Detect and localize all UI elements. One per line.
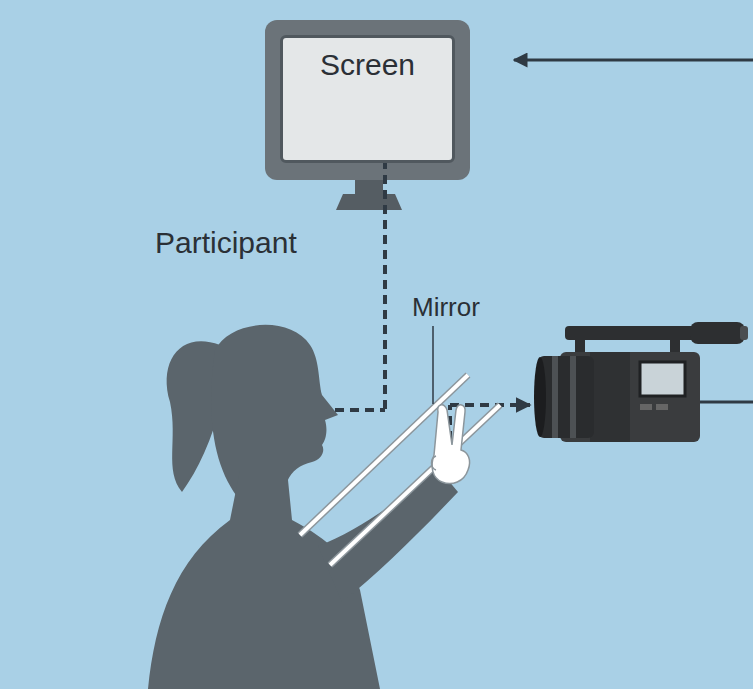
participant-label: Participant <box>155 226 297 260</box>
mirror-label: Mirror <box>412 292 480 323</box>
mirror-symbol <box>300 375 500 565</box>
leader-line <box>432 326 434 404</box>
monitor-bezel <box>265 20 470 180</box>
monitor-screen: Screen <box>280 35 455 163</box>
monitor-base <box>336 194 402 210</box>
participant-silhouette <box>148 325 458 689</box>
hand-symbol <box>432 405 470 484</box>
signal-arrow <box>514 59 753 62</box>
screen-label: Screen <box>316 48 419 82</box>
monitor-neck <box>355 180 383 194</box>
camera-symbol <box>534 322 753 442</box>
